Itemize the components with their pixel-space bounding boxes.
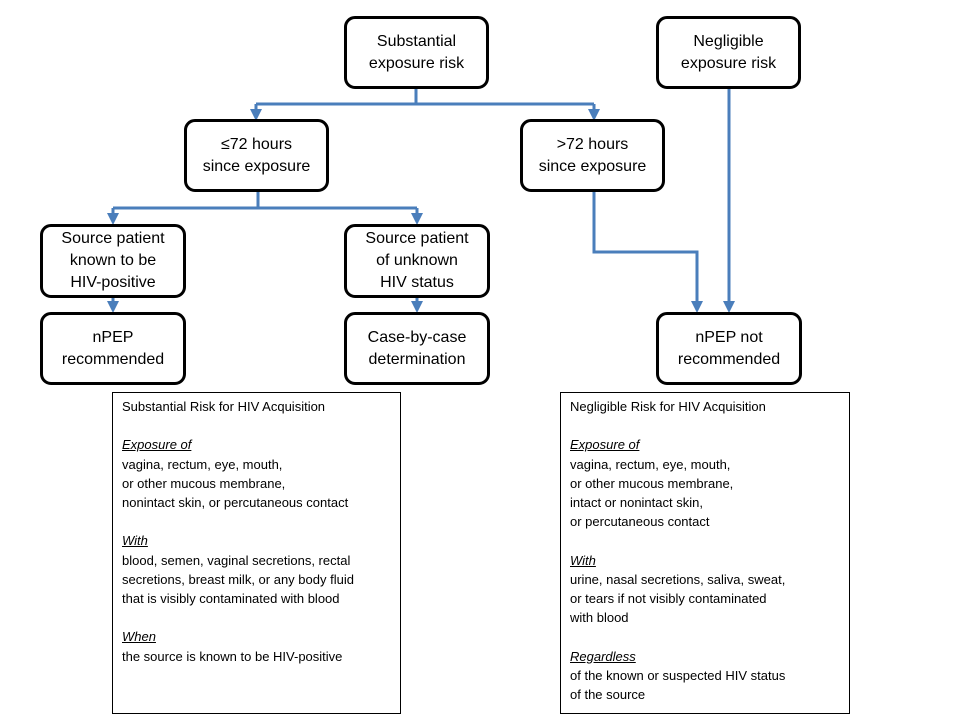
node-text-line: since exposure (538, 157, 647, 175)
panel-section-exposure: Exposure of vagina, rectum, eye, mouth, … (570, 435, 840, 531)
panel-section-with: With urine, nasal secretions, saliva, sw… (570, 551, 840, 628)
panel-title: Negligible Risk for HIV Acquisition (570, 399, 766, 414)
panel-text-line: of the known or suspected HIV status (570, 667, 786, 683)
panel-section-with: With blood, semen, vaginal secretions, r… (122, 531, 391, 608)
node-text-line: known to be (69, 252, 157, 269)
node-text-line: nPEP (92, 328, 134, 346)
panel-text-line: vagina, rectum, eye, mouth, (570, 456, 731, 472)
node-gt72-hours: >72 hours since exposure (520, 119, 665, 192)
node-npep-not-recommended: nPEP not recommended (656, 312, 802, 385)
panel-text-line: the source is known to be HIV-positive (122, 648, 343, 664)
panel-section-heading: With (122, 533, 148, 549)
panel-section-exposure: Exposure of vagina, rectum, eye, mouth, … (122, 435, 391, 512)
panel-section-heading: Exposure of (570, 437, 640, 453)
node-text-line: HIV-positive (70, 274, 156, 291)
panel-section-heading: When (122, 629, 156, 645)
node-text-line: nPEP not (695, 328, 763, 346)
panel-section-regardless: Regardless of the known or suspected HIV… (570, 647, 840, 705)
node-text-line: Substantial (376, 32, 457, 50)
panel-section-when: When the source is known to be HIV-posit… (122, 627, 391, 665)
node-source-unknown-hiv-status: Source patient of unknown HIV status (344, 224, 490, 298)
node-text-line: Source patient (365, 230, 469, 247)
node-case-by-case-determination: Case-by-case determination (344, 312, 490, 385)
panel-text-line: or percutaneous contact (570, 514, 710, 530)
panel-text-line: nonintact skin, or percutaneous contact (122, 495, 349, 510)
panel-text-line: intact or nonintact skin, (570, 495, 703, 510)
panel-text-line: or tears if not visibly contaminated (570, 591, 767, 606)
panel-text-line: that is visibly contaminated with blood (122, 591, 340, 606)
node-text-line: determination (368, 350, 466, 368)
node-text-line: Case-by-case (367, 328, 467, 346)
panel-text-line: with blood (570, 610, 629, 626)
panel-section-heading: Exposure of (122, 437, 192, 453)
panel-text-line: vagina, rectum, eye, mouth, (122, 456, 283, 472)
node-text-line: since exposure (202, 157, 311, 175)
panel-substantial-risk: Substantial Risk for HIV Acquisition Exp… (112, 392, 401, 714)
panel-text-line: or other mucous membrane, (570, 475, 734, 491)
node-text-line: ≤72 hours (220, 135, 293, 153)
panel-text-line: secretions, breast milk, or any body flu… (122, 571, 354, 587)
panel-section-heading: With (570, 552, 596, 568)
node-le72-hours: ≤72 hours since exposure (184, 119, 329, 192)
panel-section-heading: Regardless (570, 648, 636, 664)
node-negligible-exposure-risk: Negligible exposure risk (656, 16, 801, 89)
node-text-line: HIV status (380, 274, 454, 291)
arrow-gt72-to-npep-not (592, 191, 703, 313)
node-text-line: of unknown (376, 252, 458, 269)
panel-text-line: or other mucous membrane, (122, 475, 286, 491)
panel-negligible-risk: Negligible Risk for HIV Acquisition Expo… (560, 392, 850, 714)
node-text-line: recommended (677, 350, 781, 368)
node-text-line: Negligible (693, 32, 764, 50)
node-source-known-hiv-positive: Source patient known to be HIV-positive (40, 224, 186, 298)
node-text-line: >72 hours (556, 135, 629, 153)
panel-text-line: blood, semen, vaginal secretions, rectal (122, 552, 351, 568)
node-text-line: exposure risk (680, 54, 777, 72)
panel-title: Substantial Risk for HIV Acquisition (122, 399, 326, 414)
node-text-line: Source patient (61, 230, 165, 247)
node-npep-recommended: nPEP recommended (40, 312, 186, 385)
node-text-line: recommended (61, 350, 165, 368)
panel-text-line: of the source (570, 687, 646, 702)
node-text-line: exposure risk (368, 54, 465, 72)
panel-text-line: urine, nasal secretions, saliva, sweat, (570, 571, 786, 587)
node-substantial-exposure-risk: Substantial exposure risk (344, 16, 489, 89)
